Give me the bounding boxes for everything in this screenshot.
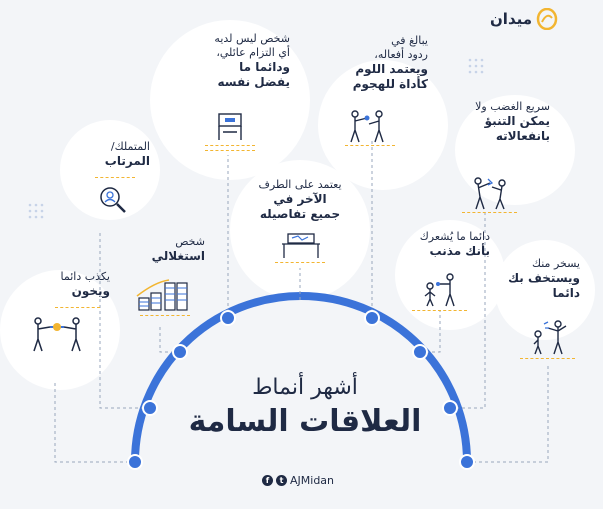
item-mocks: يسخر منك ويستخف بك دائما	[508, 257, 580, 300]
brand-name: ميدان	[490, 10, 533, 28]
arc-dot	[412, 344, 428, 360]
item-temper: سريع الغضب ولا يمكن التنبؤ بانفعالاته	[475, 100, 550, 143]
item-overreacts: يبالغ في ردود أفعاله، ويعتمد اللوم كأداة…	[352, 34, 428, 91]
item-dependent: يعتمد على الطرف الآخر في جميع تفاصيله	[258, 178, 342, 221]
divider	[95, 177, 135, 178]
bg-blob	[455, 95, 575, 205]
item-selfish: شخص ليس لديه أي التزام عائلي، ودائما ما …	[214, 32, 290, 89]
divider	[412, 310, 467, 311]
blame-people-icon	[424, 273, 455, 307]
social-handle: AJMidan	[290, 474, 335, 487]
divider	[205, 145, 255, 146]
item-possessive: المتملك/ المرتاب	[104, 140, 150, 168]
facebook-icon: f	[262, 475, 273, 486]
arc-dot	[364, 310, 380, 326]
arc-dot	[127, 454, 143, 470]
angry-people-icon	[474, 177, 506, 210]
mocking-people-icon	[533, 320, 567, 355]
divider	[520, 358, 575, 359]
item-exploitative: شخص استغلالي	[151, 235, 205, 263]
arc-dot	[459, 454, 475, 470]
arc-dot	[220, 310, 236, 326]
arc-dot	[142, 400, 158, 416]
divider	[275, 262, 325, 263]
divider	[205, 150, 255, 151]
footer-social: f t AJMidan	[262, 474, 334, 487]
bg-blob	[395, 220, 505, 330]
magnifier-person-icon	[100, 187, 126, 213]
aljazeera-logo-icon	[536, 8, 558, 30]
desk-icon	[282, 233, 320, 258]
bg-blob	[60, 120, 160, 220]
title-line-2: العلاقات السامة	[188, 404, 422, 439]
money-stacks-icon	[136, 279, 188, 311]
divider	[140, 315, 190, 316]
bg-blob	[150, 20, 310, 180]
tug-of-war-icon	[33, 317, 81, 352]
bg-blob	[230, 160, 370, 300]
item-liar: يكذب دائما ويخون	[60, 270, 111, 298]
title-line-1: أشهر أنماط	[252, 375, 358, 400]
arc-dot	[442, 400, 458, 416]
divider	[55, 307, 100, 308]
main-title: أشهر أنماط العلاقات السامة	[180, 375, 430, 439]
divider	[345, 145, 395, 146]
chair-icon	[218, 113, 242, 140]
bg-blob	[318, 60, 448, 190]
arc-dot	[172, 344, 188, 360]
fighting-people-icon	[350, 110, 384, 143]
divider	[462, 212, 517, 213]
item-guilt: دائما ما يُشعرك بأنك مذنب	[419, 230, 490, 258]
twitter-icon: t	[276, 475, 287, 486]
brand-logo: ميدان	[490, 8, 558, 30]
